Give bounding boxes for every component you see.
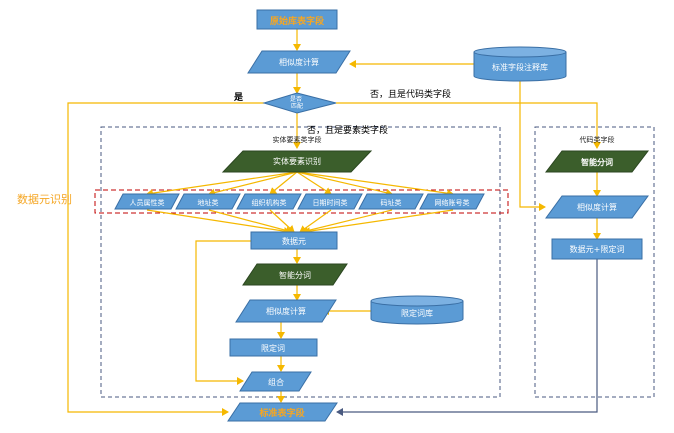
- similarity-left-node: [235, 299, 337, 323]
- match-decision-line-1: 是否: [290, 96, 302, 103]
- smart-segment-left-node: [242, 263, 348, 286]
- category-node-3: [236, 193, 302, 210]
- category-nodes: 人员属性类 地址类 组织机构类 日期时间类 码址类 网络账号类: [114, 193, 485, 210]
- entity-recognition-label: 实体要素识别: [273, 156, 321, 166]
- yes-label: 是: [233, 92, 244, 103]
- arrow-no-code-path: [336, 102, 601, 149]
- qualifier-label: 限定词: [261, 343, 285, 353]
- similarity-top-label: 相似度计算: [279, 57, 319, 67]
- category-label-1: 人员属性类: [130, 198, 165, 207]
- arrow-recognition-to-cat-5: [296, 171, 393, 197]
- similarity-top-node: [247, 50, 351, 74]
- standard-field-label: 标准表字段: [258, 407, 305, 419]
- source-field-node: [256, 9, 338, 30]
- data-element-node: [250, 231, 338, 250]
- arrow-data-element-to-combine: [195, 240, 251, 385]
- code-group-title: 代码类字段: [580, 135, 615, 144]
- arrow-recognition-to-cat-1: [146, 171, 298, 198]
- arrow-right-output-to-standard: [336, 259, 598, 416]
- arrow-cat-6-to-data-element: [303, 209, 454, 236]
- standard-field-node: [227, 402, 338, 422]
- similarity-right-node: [545, 195, 649, 219]
- arrow-yes-path: [67, 102, 264, 416]
- similarity-left-label: 相似度计算: [266, 306, 306, 316]
- category-node-6: [419, 193, 485, 210]
- standard-library-label: 标准字段注释库: [492, 62, 548, 72]
- entity-group-title: 实体要素类字段: [273, 135, 322, 144]
- qualifier-node: [229, 338, 318, 357]
- smart-segment-right-label: 智能分词: [581, 157, 613, 167]
- match-decision-line-2: 匹配: [291, 103, 303, 110]
- category-node-2: [175, 193, 241, 210]
- arrow-recognition-to-cat-4: [296, 171, 332, 195]
- side-title: 数据元识别: [17, 192, 72, 206]
- combine-label: 组合: [268, 377, 284, 387]
- match-decision-label: 是否 匹配: [290, 96, 304, 110]
- data-element-qualifier-label: 数据元+限定词: [570, 244, 625, 254]
- no-code-label: 否，且是代码类字段: [370, 88, 451, 100]
- smart-segment-right-node: [544, 150, 650, 173]
- similarity-right-label: 相似度计算: [577, 202, 617, 212]
- categories-highlight-box: [94, 189, 509, 214]
- data-element-label: 数据元: [282, 236, 306, 246]
- match-decision-node: [262, 92, 337, 114]
- category-node-5: [358, 193, 424, 210]
- no-entity-label: 否，且是要素类字段: [307, 124, 388, 136]
- source-field-label: 原始库表字段: [270, 15, 325, 27]
- arrow-cat-5-to-data-element: [301, 209, 393, 235]
- arrow-recognition-to-cat-6: [296, 171, 454, 198]
- category-node-4: [297, 193, 363, 210]
- category-label-3: 组织机构类: [252, 198, 287, 207]
- standard-library-node: [473, 46, 567, 82]
- code-group-box: [534, 126, 655, 398]
- arrow-recognition-to-cat-3: [269, 171, 298, 195]
- arrow-recognition-to-cat-2: [208, 171, 298, 197]
- arrow-cat-1-to-data-element: [146, 209, 291, 236]
- category-label-4: 日期时间类: [313, 198, 348, 207]
- arrow-cat-2-to-data-element: [208, 209, 293, 235]
- data-element-qualifier-node: [551, 238, 643, 260]
- qualifier-library-label: 限定词库: [401, 308, 433, 318]
- combine-node: [239, 371, 312, 392]
- entity-recognition-node: [221, 150, 373, 173]
- category-label-6: 网络账号类: [435, 198, 470, 207]
- category-node-1: [114, 193, 180, 210]
- entity-group-box: [100, 126, 501, 398]
- category-label-5: 码址类: [381, 198, 402, 207]
- qualifier-library-node: [370, 295, 464, 325]
- arrow-library-to-right-similarity: [519, 80, 546, 211]
- arrow-cat-3-to-data-element: [269, 209, 295, 233]
- smart-segment-left-label: 智能分词: [279, 270, 311, 280]
- connectors: [67, 29, 601, 416]
- category-label-2: 地址类: [198, 198, 219, 207]
